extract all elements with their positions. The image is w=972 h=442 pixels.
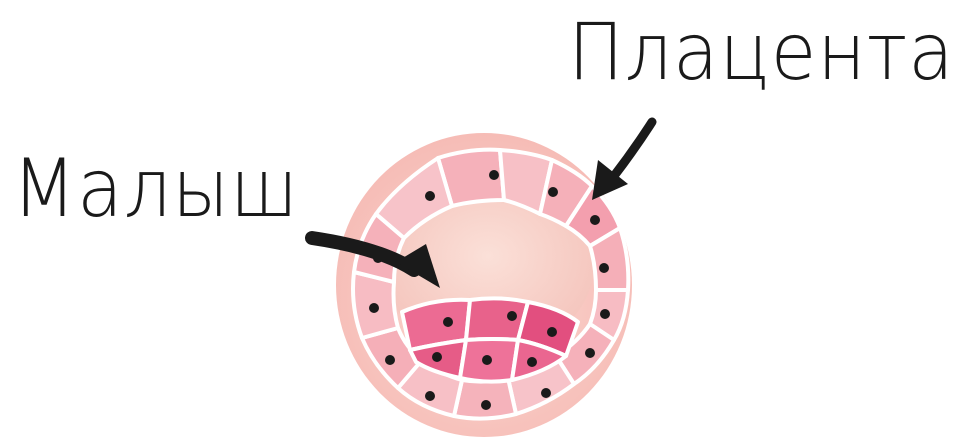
nucleus	[527, 357, 537, 367]
baby-label: Малыш	[12, 142, 299, 235]
nucleus	[599, 263, 609, 273]
nucleus	[489, 170, 499, 180]
arrow-shaft	[614, 122, 652, 176]
nucleus	[369, 303, 379, 313]
nucleus	[481, 400, 491, 410]
arrow-to-placenta	[592, 122, 652, 200]
placenta-label: Плацента	[568, 8, 955, 98]
nucleus	[507, 311, 517, 321]
nucleus	[600, 309, 610, 319]
nucleus	[585, 348, 595, 358]
nucleus	[443, 317, 453, 327]
nucleus	[590, 215, 600, 225]
nucleus	[425, 391, 435, 401]
nucleus	[425, 191, 435, 201]
nucleus	[432, 352, 442, 362]
nucleus	[548, 187, 558, 197]
nucleus	[385, 355, 395, 365]
outer-cell	[454, 378, 516, 419]
nucleus	[482, 355, 492, 365]
nucleus	[547, 327, 557, 337]
nucleus	[541, 388, 551, 398]
